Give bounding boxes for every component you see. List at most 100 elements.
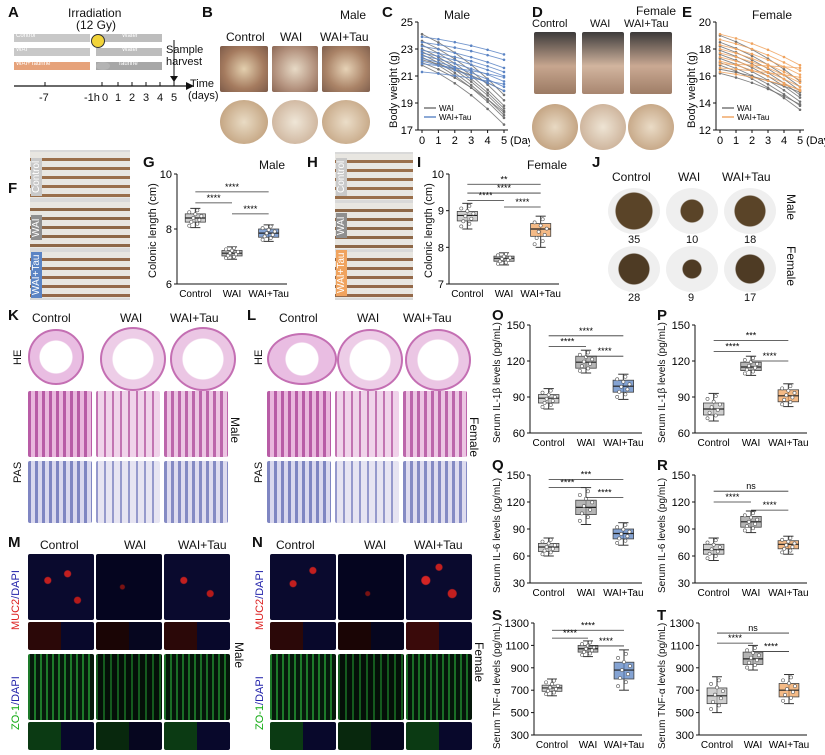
series-line [719, 41, 801, 88]
sex-label: Female [472, 642, 486, 683]
colon-row-control [335, 154, 413, 200]
data-point [744, 524, 749, 529]
series-line [719, 45, 801, 92]
tick-label: 5 [171, 92, 178, 104]
data-point [734, 47, 738, 51]
data-point [420, 49, 424, 52]
data-point [745, 648, 749, 653]
if-muc2-control [28, 554, 94, 620]
series-line [421, 52, 505, 77]
data-point [486, 60, 489, 64]
panel-m: M Control WAI WAI+Tau MUC2/DAPI ZO-1/DAP… [0, 530, 250, 755]
data-point [195, 221, 200, 226]
data-point [437, 67, 440, 71]
data-point [534, 236, 539, 240]
series-line [719, 68, 801, 93]
data-point [751, 511, 755, 516]
zoom-circle-control [220, 100, 268, 144]
data-point [546, 541, 551, 546]
data-point [798, 108, 802, 112]
x-tick-label: WAI [744, 740, 763, 751]
y-tick-label: 900 [511, 663, 529, 675]
panel-label: E [682, 4, 693, 21]
data-point [502, 254, 506, 259]
if-muc2-split-wai [338, 622, 404, 650]
if-zo1-control [28, 654, 94, 720]
data-point [718, 70, 722, 74]
data-point [197, 218, 202, 222]
significance-label: **** [479, 190, 494, 200]
pellet-count: 28 [628, 292, 641, 304]
data-point [550, 546, 555, 551]
data-point [782, 96, 786, 100]
x-tick-label: Control [179, 289, 211, 300]
data-point [766, 64, 770, 68]
data-point [626, 672, 630, 676]
if-zo1-control [270, 654, 336, 720]
significance-label: **** [581, 620, 596, 630]
x-tick-label: WAI [577, 588, 596, 599]
group-label: WAI [124, 538, 147, 552]
data-point [782, 397, 787, 402]
data-point [586, 515, 590, 520]
data-point [750, 60, 754, 64]
y-tick-label: 8 [166, 224, 172, 236]
significance-label: **** [725, 341, 740, 351]
data-point [786, 539, 791, 544]
if-zo1-tau [164, 654, 230, 720]
data-point [709, 707, 713, 711]
data-point [226, 253, 230, 258]
data-point [713, 538, 718, 543]
sex-label: Male [340, 8, 367, 22]
chart-title: Female [527, 158, 568, 172]
data-point [766, 71, 770, 74]
panel-h: H Control WAI WAI+Tau [305, 150, 415, 305]
data-point [486, 91, 489, 95]
data-point [780, 386, 785, 391]
data-point [798, 73, 802, 76]
data-point [628, 664, 632, 668]
significance-label: ns [746, 481, 756, 491]
data-point [617, 389, 622, 394]
data-point [734, 76, 738, 79]
x-tick-label: 5 [797, 135, 803, 147]
if-muc2-tau [164, 554, 230, 620]
group-tag-tau: WAI+Tau [336, 249, 347, 296]
data-point [782, 81, 786, 85]
data-point [750, 81, 754, 85]
if-muc2-tau [406, 554, 472, 620]
data-point [540, 405, 545, 409]
y-tick-label: 9 [438, 206, 444, 218]
data-point [544, 692, 548, 697]
data-point [718, 38, 722, 41]
data-point [577, 518, 582, 523]
data-point [437, 37, 440, 41]
x-tick-label: 4 [781, 135, 787, 147]
group-tag-tau: WAI+Tau [31, 251, 42, 298]
data-point [582, 359, 586, 364]
data-point [453, 76, 457, 79]
x-tick-label: Control [701, 740, 733, 751]
data-point [544, 545, 549, 549]
data-point [554, 687, 558, 691]
data-point [622, 660, 626, 664]
data-point [420, 62, 424, 66]
x-tick-label: 4 [485, 135, 491, 147]
data-point [713, 413, 718, 418]
panel-label: R [657, 457, 668, 474]
pellet-count: 17 [744, 292, 757, 304]
water-label-2: Water [122, 47, 138, 53]
data-point [437, 47, 440, 51]
y-tick-label: 10 [160, 169, 172, 181]
sex-label: Female [784, 246, 798, 287]
series-line [719, 67, 801, 78]
data-point [792, 391, 797, 395]
data-point [798, 63, 802, 67]
if-zo1-tau [406, 654, 472, 720]
data-point [496, 261, 500, 266]
data-point [437, 72, 440, 75]
pas-detail-tau [164, 461, 228, 523]
data-point [552, 678, 556, 683]
